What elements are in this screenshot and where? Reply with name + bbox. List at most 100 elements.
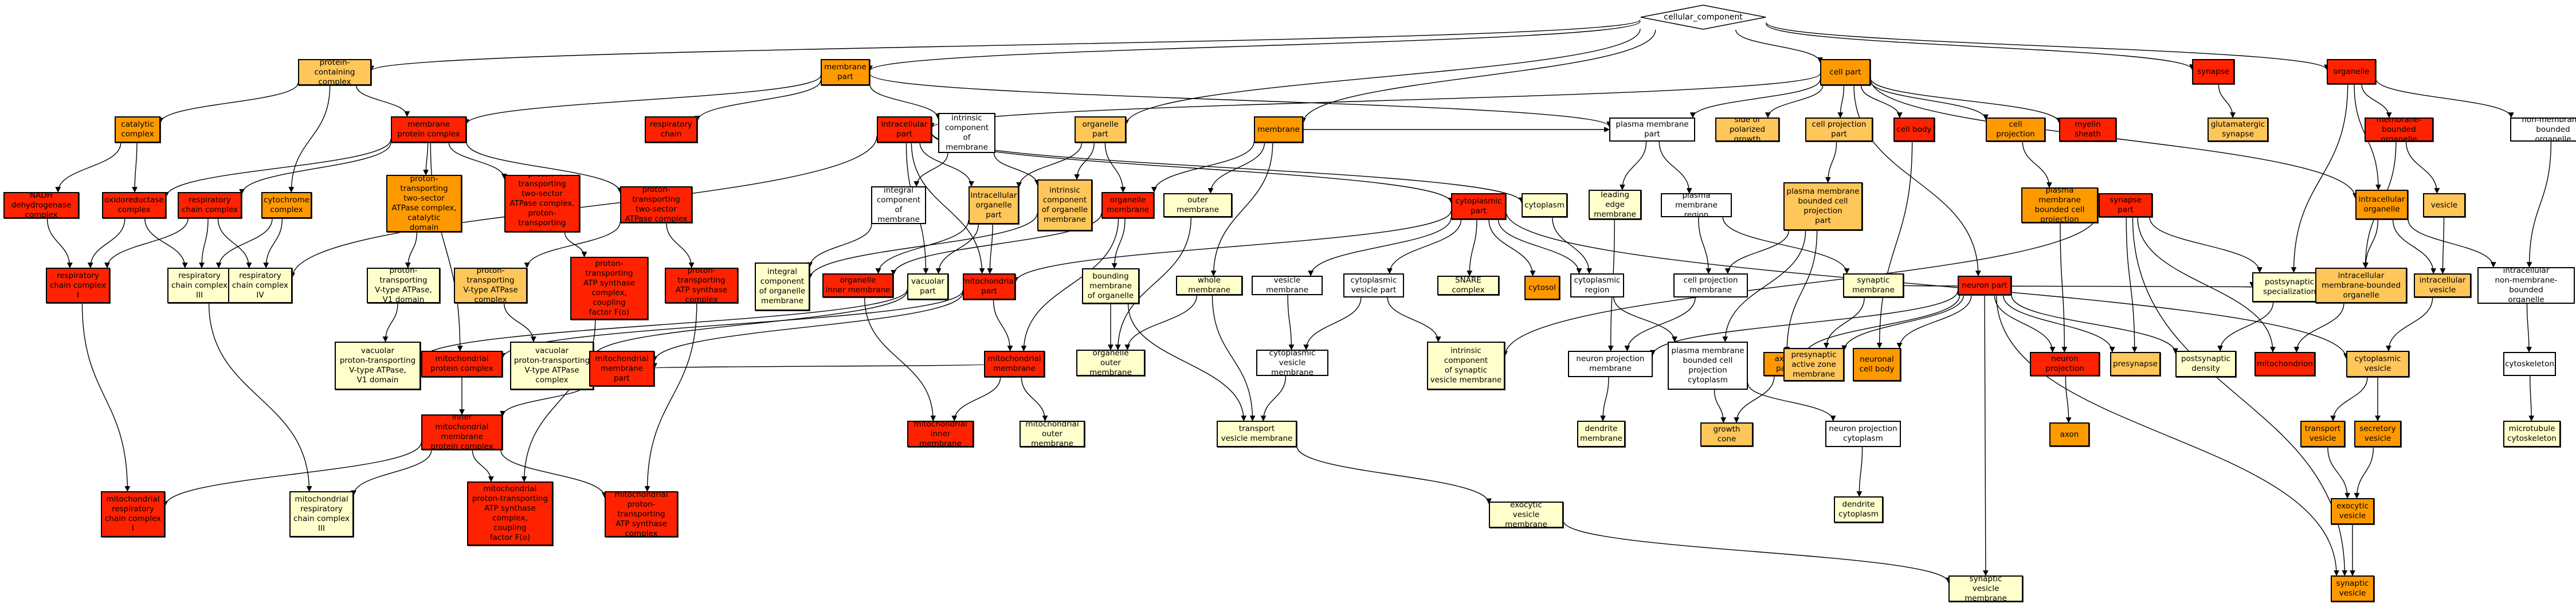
go-term-node-ptatp[interactable]: proton-transporting two-sector ATPase co…	[620, 186, 692, 223]
go-term-node-cytcomplex[interactable]: cytochrome complex	[261, 192, 312, 218]
go-term-node-secves[interactable]: secretory vesicle	[2354, 421, 2401, 447]
go-term-node-exovesmem[interactable]: exocytic vesicle membrane	[1489, 502, 1563, 528]
go-term-node-intorg[interactable]: intracellular organelle	[2355, 190, 2408, 220]
go-term-node-catalytic[interactable]: catalytic complex	[115, 116, 160, 143]
go-term-node-neuronalcellbody[interactable]: neuronal cell body	[1853, 348, 1901, 381]
go-term-node-pmbcpp[interactable]: plasma membrane bounded cell projection …	[1783, 182, 1863, 230]
go-term-node-mitomem[interactable]: mitochondrial membrane	[984, 351, 1045, 377]
go-term-node-mptatpsyn[interactable]: mitochondrial proton-transporting ATP sy…	[605, 491, 678, 537]
go-term-node-postspec[interactable]: postsynaptic specialization	[2252, 272, 2327, 302]
go-term-node-intcompmem[interactable]: integral component of membrane	[871, 186, 926, 224]
go-term-node-intcomp[interactable]: intrinsic component of membrane	[938, 113, 995, 153]
go-term-node-transves[interactable]: transport vesicle	[2300, 421, 2345, 447]
go-term-node-vacv1[interactable]: vacuolar proton-transporting V-type ATPa…	[335, 342, 421, 390]
go-term-node-pmbcpcyto[interactable]: plasma membrane bounded cell projection …	[1668, 342, 1748, 390]
go-term-node-orgmem[interactable]: organelle membrane	[1101, 192, 1154, 218]
go-term-node-cellprojection[interactable]: cell projection	[1986, 118, 2045, 142]
go-term-node-neuronpart[interactable]: neuron part	[1958, 276, 2012, 295]
go-term-node-mitopart[interactable]: mitochondrial part	[963, 273, 1015, 300]
go-term-node-myelin[interactable]: myelin sheath	[2059, 118, 2116, 142]
go-term-node-cytoplasm[interactable]: cytoplasm	[1522, 193, 1567, 217]
go-term-node-synapse[interactable]: synapse	[2192, 59, 2234, 84]
go-term-node-presynactive[interactable]: presynaptic active zone membrane	[1783, 348, 1844, 381]
go-term-node-intnmbo[interactable]: intracellular non-membrane-bounded organ…	[2477, 267, 2575, 304]
go-term-node-rcc4[interactable]: respiratory chain complex IV	[228, 268, 292, 303]
go-term-node-cellproj[interactable]: cell projection part	[1805, 118, 1873, 142]
go-term-node-cellprojmem[interactable]: cell projection membrane	[1673, 273, 1748, 297]
go-term-node-mitopc[interactable]: mitochondrial protein complex	[421, 351, 503, 377]
go-term-node-vacvcomplex[interactable]: vacuolar proton-transporting V-type ATPa…	[510, 342, 594, 390]
go-term-node-mptatpsyn_cf0[interactable]: mitochondrial proton-transporting ATP sy…	[467, 481, 553, 546]
go-term-node-pmregion[interactable]: plasma membrane region	[1661, 193, 1732, 217]
go-term-node-mrcc3[interactable]: mitochondrial respiratory chain complex …	[289, 491, 354, 537]
go-term-node-rcc1[interactable]: respiratory chain complex I	[46, 268, 110, 303]
go-term-node-oxred[interactable]: oxidoreductase complex	[102, 192, 166, 218]
go-term-node-wholemem[interactable]: whole membrane	[1176, 276, 1242, 295]
go-term-node-glutsyn[interactable]: glutamatergic synapse	[2208, 118, 2268, 142]
go-term-node-organelle[interactable]: organelle	[2327, 59, 2376, 84]
go-term-node-postdensity[interactable]: postsynaptic density	[2175, 351, 2236, 377]
go-term-node-leadedge[interactable]: leading edge membrane	[1589, 190, 1641, 220]
go-term-node-intcompsynves[interactable]: intrinsic component of synaptic vesicle …	[1427, 342, 1505, 390]
go-term-node-cellpart[interactable]: cell part	[1820, 59, 1871, 85]
go-term-node-orgoutermem[interactable]: organelle outer membrane	[1076, 350, 1145, 376]
go-term-node-transvesmem[interactable]: transport vesicle membrane	[1217, 421, 1297, 447]
go-term-node-membrane[interactable]: membrane	[1254, 116, 1303, 143]
go-term-node-dendcyto[interactable]: dendrite cytoplasm	[1834, 496, 1883, 523]
go-term-node-synvesmem[interactable]: synaptic vesicle membrane	[1948, 575, 2023, 602]
go-term-node-mbo[interactable]: membrane-bounded organelle	[2365, 118, 2433, 142]
go-term-node-ptatp_dom[interactable]: proton-transporting two-sector ATPase co…	[386, 175, 462, 232]
go-term-node-nadh[interactable]: NADH dehydrogenase complex	[3, 192, 79, 218]
go-term-node-orgpart[interactable]: organelle part	[1075, 116, 1126, 143]
go-term-node-snare[interactable]: SNARE complex	[1437, 276, 1499, 295]
go-term-node-cellbody[interactable]: cell body	[1893, 118, 1935, 142]
go-term-node-mitochondrion[interactable]: mitochondrion	[2255, 352, 2315, 376]
go-term-node-mitomempart[interactable]: mitochondrial membrane part	[589, 351, 654, 386]
go-term-node-axon[interactable]: axon	[2049, 422, 2089, 447]
go-term-node-boundmem[interactable]: bounding membrane of organelle	[1082, 268, 1139, 304]
go-term-node-sidepol[interactable]: side of polarized growth	[1715, 118, 1779, 142]
go-term-node-microtubcyto[interactable]: microtubule cytoskeleton	[2503, 421, 2561, 447]
go-term-node-synpart[interactable]: synapse part	[2099, 193, 2152, 217]
go-term-node-cytvesmem[interactable]: cytoplasmic vesicle membrane	[1256, 350, 1328, 376]
go-term-node-rcc3[interactable]: respiratory chain complex III	[167, 268, 232, 303]
go-term-node-intmbo[interactable]: intracellular membrane-bounded organelle	[2315, 268, 2407, 303]
go-term-node-intpart[interactable]: intracellular part	[877, 116, 932, 143]
go-term-node-nmbo[interactable]: non-membrane-bounded organelle	[2510, 118, 2576, 142]
go-term-node-pmbcp[interactable]: plasma membrane bounded cell projection	[2021, 187, 2098, 223]
go-term-node-rcc[interactable]: respiratory chain complex	[178, 192, 242, 218]
go-term-node-memp[interactable]: membrane part	[821, 59, 870, 85]
go-term-node-ptatpsyn[interactable]: proton-transporting ATP synthase complex	[665, 268, 738, 303]
go-term-node-dendmem[interactable]: dendrite membrane	[1577, 421, 1625, 447]
root-node-cellular-component[interactable]: cellular_component	[1640, 5, 1766, 30]
go-term-node-cytregion[interactable]: cytoplasmic region	[1570, 273, 1624, 297]
go-term-node-outermem[interactable]: outer membrane	[1163, 193, 1232, 217]
go-term-node-neuronprojcyto[interactable]: neuron projection cytoplasm	[1825, 421, 1901, 447]
go-term-node-exoves[interactable]: exocytic vesicle	[2331, 498, 2374, 524]
go-term-node-innermitomem[interactable]: inner mitochondrial membrane protein com…	[421, 414, 503, 450]
go-term-node-vesmem[interactable]: vesicle membrane	[1252, 276, 1323, 295]
go-term-node-mitoinnermem[interactable]: mitochondrial inner membrane	[907, 421, 974, 447]
go-term-node-mpc[interactable]: membrane protein complex	[391, 116, 466, 143]
go-term-node-vesicle[interactable]: vesicle	[2423, 193, 2465, 217]
go-term-node-cytvesicle[interactable]: cytoplasmic vesicle	[2346, 351, 2409, 377]
go-term-node-intvesicle[interactable]: intracellular vesicle	[2414, 273, 2471, 297]
go-term-node-ptatp_pd[interactable]: proton-transporting two-sector ATPase co…	[504, 175, 580, 232]
go-term-node-intcomporg[interactable]: intrinsic component of organelle membran…	[1037, 179, 1092, 231]
go-term-node-intorgpart[interactable]: intracellular organelle part	[969, 186, 1019, 224]
go-term-node-cytosol[interactable]: cytosol	[1524, 276, 1560, 300]
go-term-node-neuronprojmem[interactable]: neuron projection membrane	[1568, 351, 1653, 377]
go-term-node-cytvespart[interactable]: cytoplasmic vesicle part	[1343, 273, 1404, 297]
go-term-node-cytpart[interactable]: cytoplasmic part	[1451, 193, 1506, 220]
go-term-node-respchain[interactable]: respiratory chain	[645, 116, 697, 143]
go-term-node-synves[interactable]: synaptic vesicle	[2331, 575, 2374, 602]
go-term-node-mrcc1[interactable]: mitochondrial respiratory chain complex …	[101, 491, 165, 537]
go-term-node-vacpart[interactable]: vacuolar part	[907, 273, 948, 300]
go-term-node-orginnermem[interactable]: organelle inner membrane	[822, 273, 893, 297]
go-term-node-mitooutermem[interactable]: mitochondrial outer membrane	[1020, 421, 1085, 447]
go-term-node-presynapse[interactable]: presynapse	[2110, 352, 2161, 376]
go-term-node-ptatpsyn_cf0[interactable]: proton-transporting ATP synthase complex…	[570, 257, 648, 320]
go-term-node-neuronproj[interactable]: neuron projection	[2030, 352, 2100, 376]
go-term-node-cytoskeleton[interactable]: cytoskeleton	[2503, 352, 2556, 376]
go-term-node-intcomporgmem[interactable]: integral component of organelle membrane	[755, 263, 810, 311]
